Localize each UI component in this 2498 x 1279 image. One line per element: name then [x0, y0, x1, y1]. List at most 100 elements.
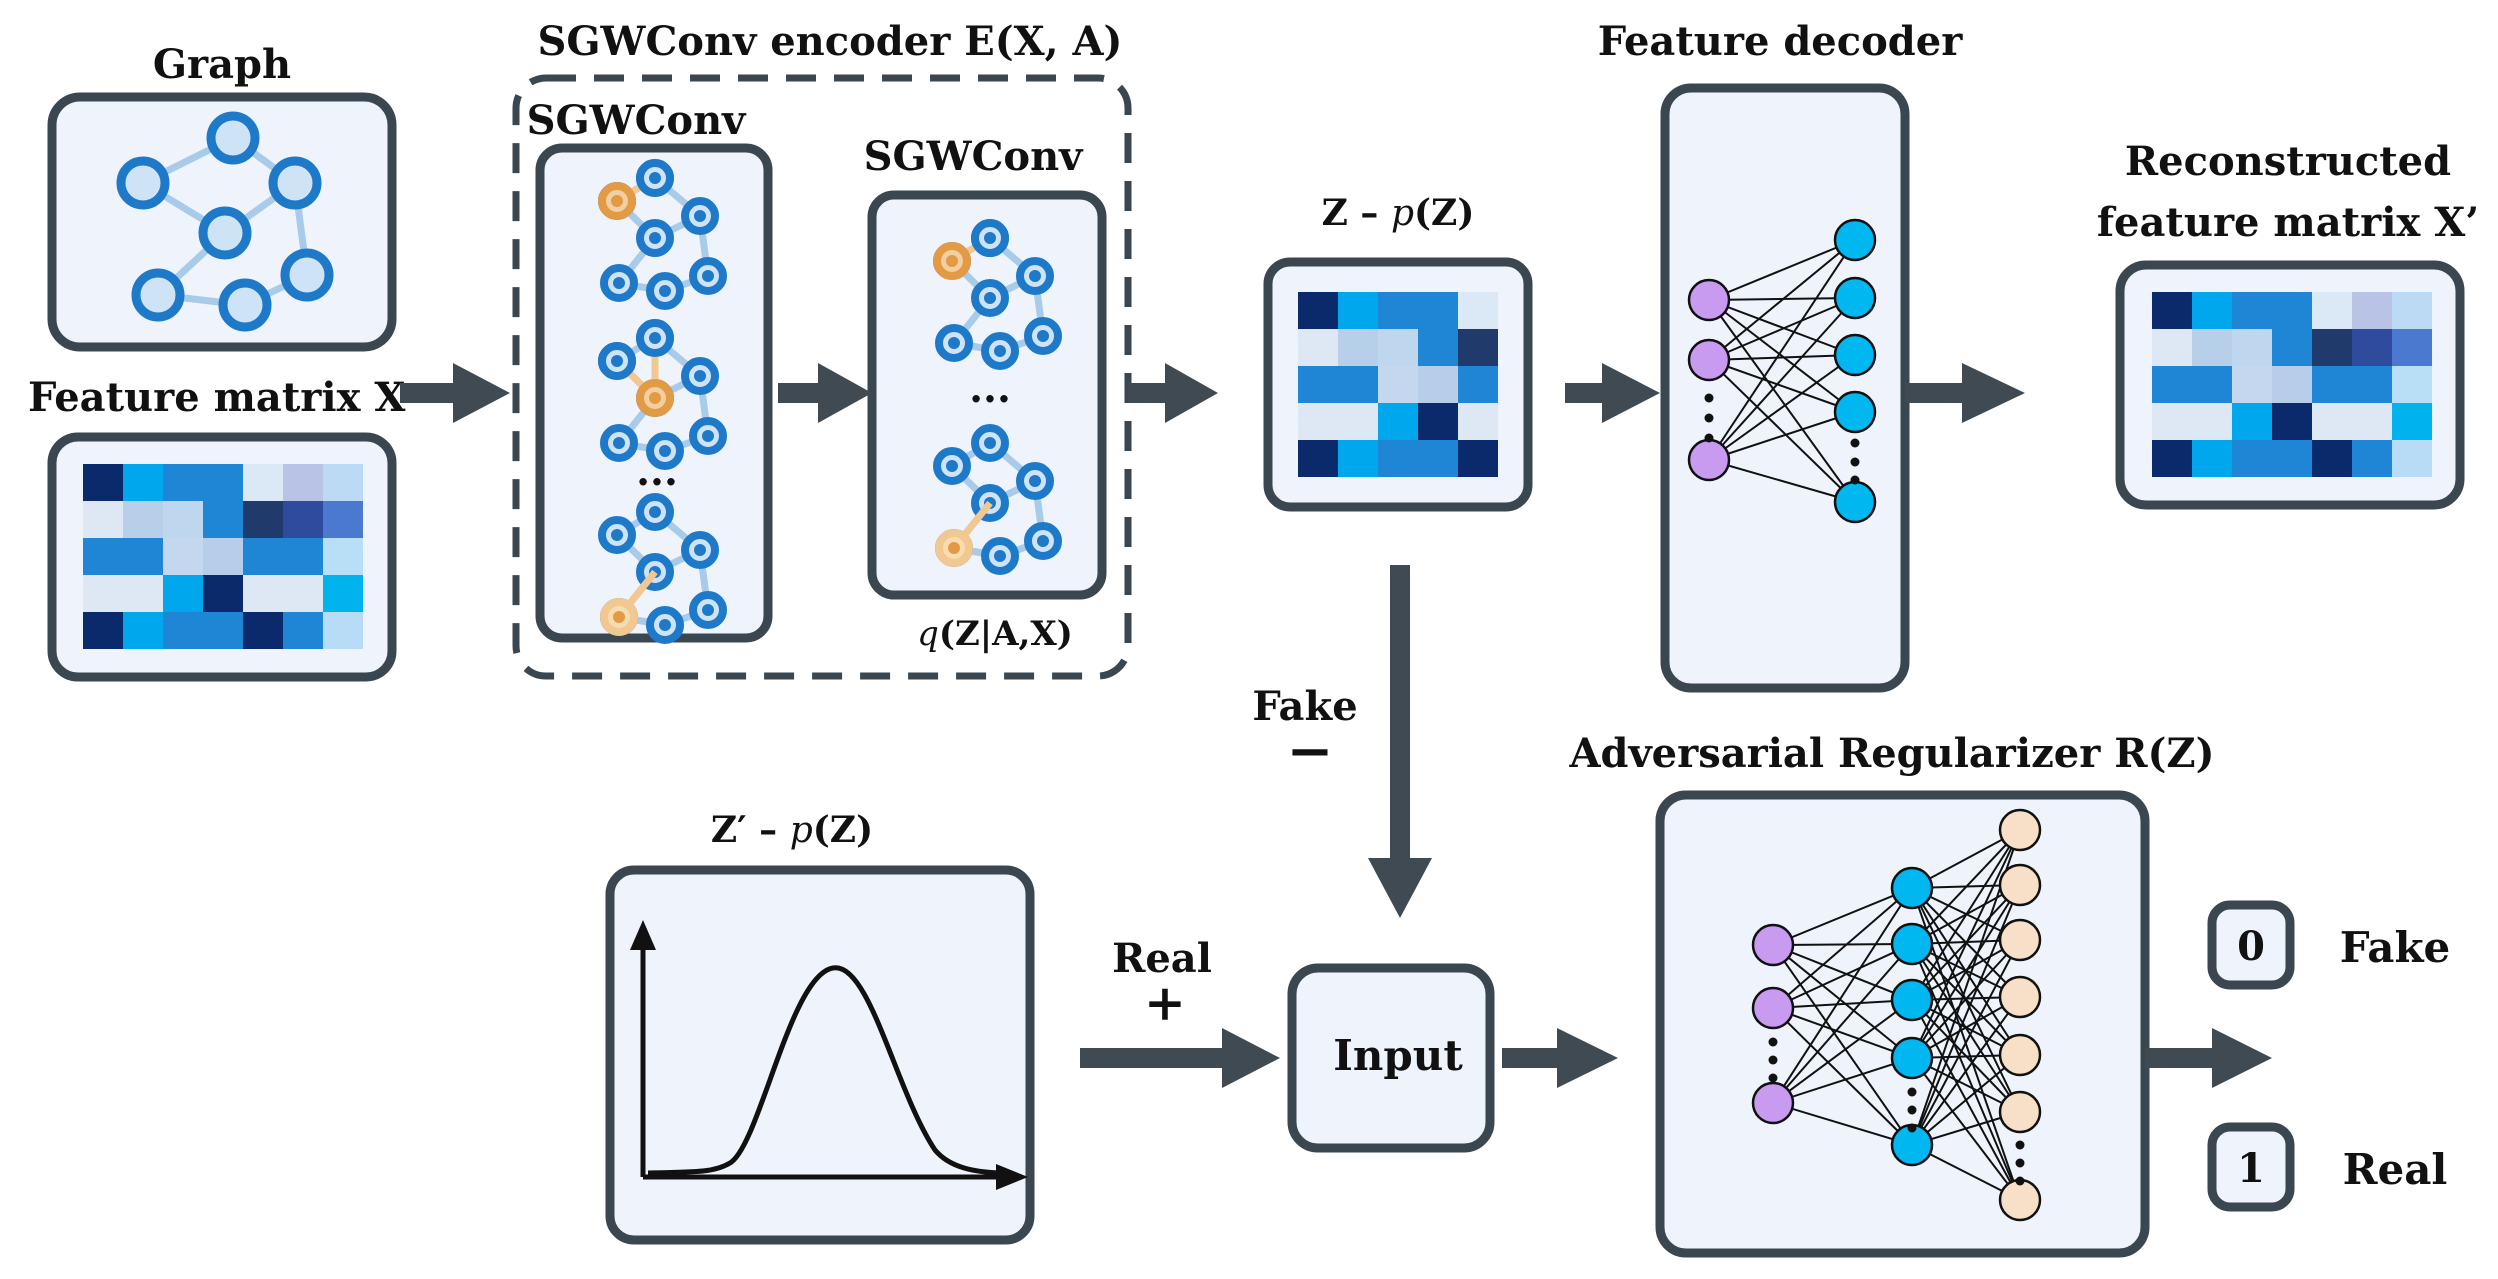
neuron: [1890, 978, 1934, 1022]
fake-label: Fake: [1252, 683, 1357, 730]
matrix-cell: [2192, 440, 2232, 477]
adversarial-title: Adversarial Regularizer R(Z): [1568, 730, 2214, 777]
sgwconv-2-ellipsis: ...: [969, 365, 1011, 412]
matrix-cell: [2152, 440, 2192, 477]
matrix-cell: [1378, 403, 1418, 440]
ellipsis-dot: [1704, 433, 1714, 443]
matrix-cell: [163, 538, 203, 575]
matrix-cell: [1338, 366, 1378, 403]
matrix-cell: [1458, 292, 1498, 329]
input-label: Input: [1333, 1031, 1463, 1080]
matrix-cell: [2232, 366, 2272, 403]
latent-z-grid: [1298, 292, 1498, 477]
network-connection: [1708, 239, 1856, 301]
matrix-cell: [283, 612, 323, 649]
network-connection: [1772, 944, 1913, 1146]
network-connection: [1911, 1054, 2021, 1146]
sgwconv-1-graph-c: [602, 497, 723, 640]
sgwconv-1-graph-b: [602, 323, 723, 466]
graph-node: [280, 248, 334, 302]
neuron: [1687, 278, 1731, 322]
matrix-cell: [323, 612, 363, 649]
neuron: [1890, 866, 1934, 910]
matrix-cell: [1378, 329, 1418, 366]
matrix-cell: [2352, 329, 2392, 366]
neuron: [1890, 1036, 1934, 1080]
arrow-head: [1222, 1028, 1280, 1088]
neuron: [1998, 1178, 2042, 1222]
matrix-cell: [203, 612, 243, 649]
gaussian-plot: [630, 920, 1028, 1190]
ellipsis-dot: [1768, 1055, 1778, 1065]
graph-title: Graph: [153, 41, 291, 88]
ellipsis-dot: [1768, 1073, 1778, 1083]
sgwconv-2-graph-b: [937, 428, 1058, 571]
neuron: [1998, 808, 2042, 852]
feature-decoder-title: Feature decoder: [1598, 18, 1963, 65]
matrix-cell: [323, 464, 363, 501]
network-connection: [1708, 299, 1856, 356]
network-connection: [1708, 359, 1856, 503]
neuron: [1833, 333, 1877, 377]
network-connection: [1772, 1057, 1913, 1104]
matrix-cell: [203, 464, 243, 501]
neuron: [1998, 918, 2042, 962]
matrix-cell: [243, 464, 283, 501]
arrow-head: [1165, 363, 1218, 423]
arrow-head: [1368, 858, 1432, 918]
matrix-cell: [243, 538, 283, 575]
arrow-head: [1557, 1028, 1618, 1088]
network-connection: [1708, 297, 1856, 361]
matrix-cell: [2352, 292, 2392, 329]
network-connection: [1911, 884, 2021, 1059]
graph-node: [131, 268, 185, 322]
matrix-cell: [323, 501, 363, 538]
sgwconv-1-graph-a: [602, 163, 723, 306]
matrix-cell: [83, 501, 123, 538]
matrix-cell: [83, 464, 123, 501]
neuron: [1833, 276, 1877, 320]
ellipsis-dot: [1704, 393, 1714, 403]
network-connection: [1772, 887, 1913, 946]
matrix-cell: [1338, 329, 1378, 366]
neuron: [1998, 1033, 2042, 1077]
posterior-label: q(Z|A,X): [917, 614, 1073, 654]
matrix-cell: [1298, 403, 1338, 440]
matrix-cell: [2312, 440, 2352, 477]
matrix-cell: [203, 501, 243, 538]
network-connection: [1911, 829, 2021, 1001]
neuron: [1751, 986, 1795, 1030]
matrix-cell: [1418, 403, 1458, 440]
matrix-cell: [283, 501, 323, 538]
sgwconv-1-title: SGWConv: [527, 97, 748, 144]
matrix-cell: [2192, 403, 2232, 440]
ellipsis-dot: [1907, 1087, 1917, 1097]
arrow-head: [453, 363, 510, 423]
ellipsis-dot: [2015, 1140, 2025, 1150]
matrix-cell: [2312, 366, 2352, 403]
sgwconv-2-graph-a: [937, 223, 1058, 366]
network-connection: [1708, 239, 1856, 361]
matrix-cell: [2232, 440, 2272, 477]
network-connection: [1772, 887, 1913, 1104]
network-connection: [1772, 943, 1913, 946]
matrix-cell: [2232, 292, 2272, 329]
matrix-cell: [2392, 403, 2432, 440]
matrix-cell: [1298, 292, 1338, 329]
matrix-cell: [2152, 403, 2192, 440]
prior-box: [605, 865, 1035, 1245]
network-connection: [1772, 943, 1913, 1104]
network-connection: [1772, 1102, 1913, 1146]
arrow-head: [1602, 363, 1660, 423]
output-1-label: Real: [2343, 1145, 2448, 1194]
matrix-cell: [203, 575, 243, 612]
network-connection: [1708, 239, 1856, 461]
matrix-cell: [1458, 329, 1498, 366]
neuron: [1751, 1081, 1795, 1125]
ellipsis-dot: [1850, 475, 1860, 485]
neuron: [1687, 338, 1731, 382]
output-1-box: [2207, 1122, 2295, 1212]
graph-node: [268, 156, 322, 210]
matrix-cell: [1298, 366, 1338, 403]
graph-node: [218, 278, 272, 332]
